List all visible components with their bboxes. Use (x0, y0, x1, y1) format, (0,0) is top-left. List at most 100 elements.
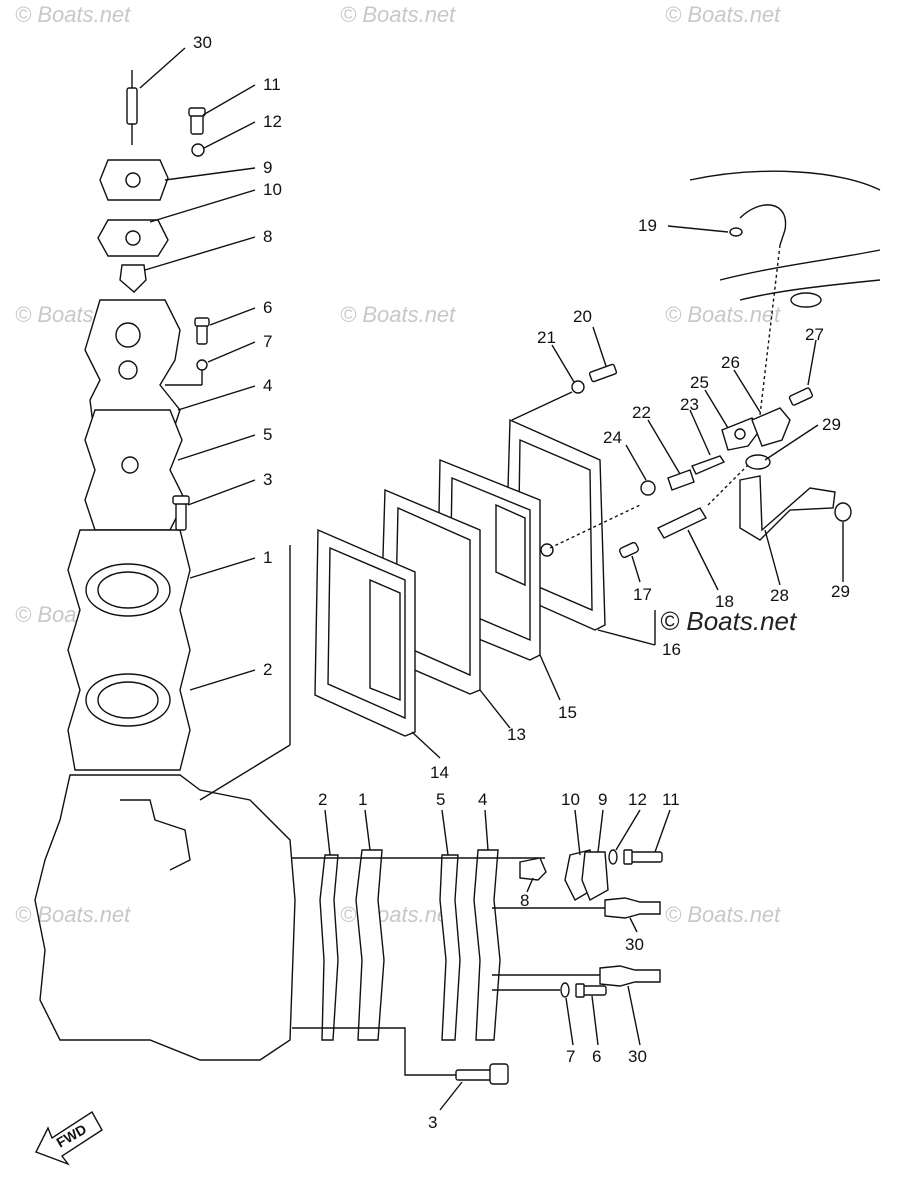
callout-9-side: 9 (598, 790, 607, 809)
callout-8: 8 (263, 227, 272, 246)
head-1-side (355, 849, 385, 1041)
callout-6-side: 6 (592, 1047, 601, 1066)
clip-19 (729, 227, 743, 237)
washer-21 (571, 380, 585, 394)
washer-12-side (608, 849, 618, 865)
callout-4-side: 4 (478, 790, 487, 809)
callout-7: 7 (263, 332, 272, 351)
callout-21: 21 (537, 328, 556, 347)
callout-30-upper: 30 (625, 935, 644, 954)
callout-27: 27 (805, 325, 824, 344)
callout-28: 28 (770, 586, 789, 605)
fwd-arrow-icon: FWD (35, 1111, 103, 1166)
callout-30-lower: 30 (628, 1047, 647, 1066)
spark-plug-30-upper (604, 897, 661, 919)
washer-7-side (560, 982, 570, 998)
leader-lines-bottom (324, 809, 671, 1111)
watermark: © Boats.net (340, 302, 456, 327)
callout-26: 26 (721, 353, 740, 372)
side-view-gaskets (319, 849, 609, 1041)
bolt-3-side (455, 1063, 509, 1085)
callout-4: 4 (263, 376, 272, 395)
watermark: © Boats.net (665, 302, 781, 327)
watermark: © Boats.net (665, 902, 781, 927)
thermostat-8-side (519, 857, 547, 881)
watermark: © Boats.net (665, 2, 781, 27)
leader-lines-top (139, 47, 256, 691)
callout-24: 24 (603, 428, 622, 447)
callout-1: 1 (263, 548, 272, 567)
bolt-6-top (194, 317, 210, 345)
housing-26 (751, 407, 791, 447)
clamp-29-lower (834, 502, 852, 522)
callout-15: 15 (558, 703, 577, 722)
callout-20: 20 (573, 307, 592, 326)
cover-9-top (99, 159, 169, 201)
callout-10: 10 (263, 180, 282, 199)
thermostat-8-top (119, 264, 147, 293)
cover-4-side (473, 849, 501, 1041)
watermark: © Boats.net (340, 2, 456, 27)
hose-28 (739, 475, 836, 541)
bolt-3-top (172, 495, 190, 531)
callout-13: 13 (507, 725, 526, 744)
spark-plug-30-lower (599, 965, 661, 987)
cover-25 (721, 417, 761, 451)
callout-22: 22 (632, 403, 651, 422)
washer-12-top (191, 143, 205, 157)
callout-7-side: 7 (566, 1047, 575, 1066)
gasket-14 (314, 528, 416, 737)
cylinder-head-1 (67, 529, 191, 771)
bolt-27 (788, 387, 814, 406)
lower-casing-outline (689, 170, 881, 191)
watermark-dark: © Boats.net (660, 606, 798, 636)
washer-24 (640, 480, 656, 496)
callout-2: 2 (263, 660, 272, 679)
gasket-5-side (439, 854, 461, 1041)
washer-7-top (196, 359, 208, 371)
callout-18: 18 (715, 592, 734, 611)
gasket-2-side (319, 854, 339, 1041)
watermark: © Boats.net (15, 902, 131, 927)
head-gasket-5 (84, 409, 186, 531)
callout-16: 16 (662, 640, 681, 659)
bolt-20 (588, 363, 618, 383)
callout-12-side: 12 (628, 790, 647, 809)
callout-1-side: 1 (358, 790, 367, 809)
callout-25: 25 (690, 373, 709, 392)
pin-17 (619, 541, 639, 559)
watermark: © Boats.net (15, 2, 131, 27)
pipe-18 (657, 507, 707, 539)
gasket-10-top (97, 219, 169, 257)
callout-5-side: 5 (436, 790, 445, 809)
callout-3-side: 3 (428, 1113, 437, 1132)
callout-19: 19 (638, 216, 657, 235)
callout-9: 9 (263, 158, 272, 177)
engine-block-outline (34, 774, 296, 1061)
callout-11: 11 (263, 75, 281, 94)
callout-10-side: 10 (561, 790, 580, 809)
bolt-11-top (188, 107, 206, 135)
valve-22 (667, 469, 695, 491)
callout-23: 23 (680, 395, 699, 414)
hose-19-pipe (739, 204, 787, 246)
leader-lines-right (411, 225, 844, 759)
clamp-29-upper (745, 454, 771, 470)
callout-2-side: 2 (318, 790, 327, 809)
callout-8-side: 8 (520, 891, 529, 910)
bolt-11-side (623, 849, 663, 865)
callout-17: 17 (633, 585, 652, 604)
callout-6: 6 (263, 298, 272, 317)
callout-12: 12 (263, 112, 282, 131)
spark-plug-top (126, 70, 138, 145)
callout-29: 29 (822, 415, 841, 434)
callout-14: 14 (430, 763, 449, 782)
bolt-6-side (575, 983, 607, 998)
callout-11-side: 11 (662, 790, 680, 809)
spring-23 (691, 455, 726, 475)
cover-9-side (581, 851, 609, 901)
callout-3: 3 (263, 470, 272, 489)
callout-30: 30 (193, 33, 212, 52)
callout-29-lower: 29 (831, 582, 850, 601)
